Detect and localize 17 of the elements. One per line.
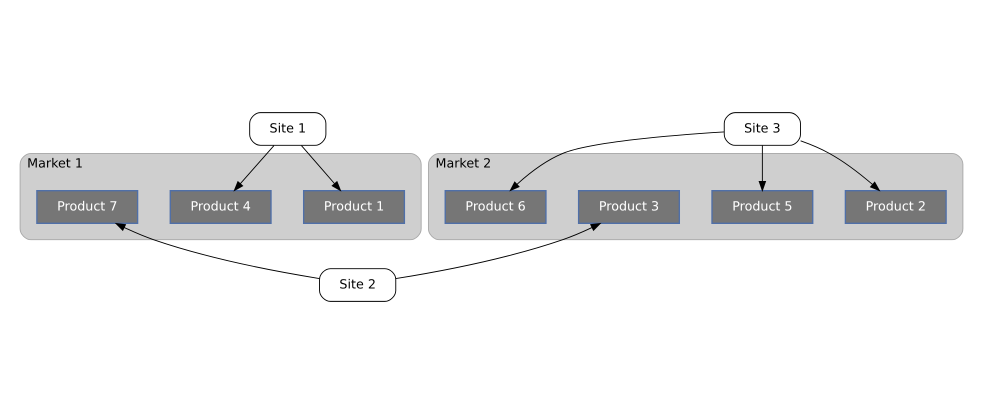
node-box: Product 7 (36, 189, 138, 224)
arrow (301, 144, 342, 192)
node-box: Site 2 (319, 268, 396, 302)
arrow (509, 130, 724, 192)
node-box: Product 2 (844, 189, 947, 224)
node-box: Site 1 (249, 112, 326, 146)
arrow (395, 222, 602, 279)
node-box: Product 5 (711, 189, 814, 224)
node-box: Product 6 (444, 189, 547, 224)
arrow (800, 140, 880, 191)
arrow (114, 222, 320, 278)
node-box: Site 3 (724, 112, 801, 146)
node-box: Product 4 (170, 189, 272, 224)
arrow (758, 144, 766, 192)
node-box: Product 1 (302, 189, 406, 224)
node-box: Product 3 (578, 189, 680, 224)
arrow (233, 144, 274, 192)
